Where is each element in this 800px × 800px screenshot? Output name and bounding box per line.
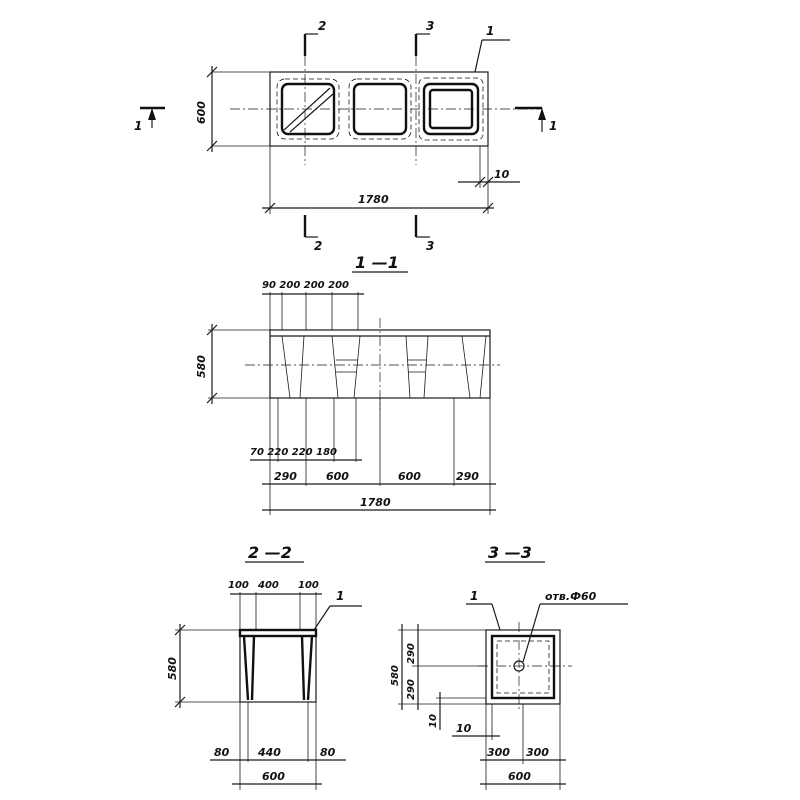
plan-cut-1-left-label: 1: [134, 119, 142, 133]
plan-cut-2-top-label: 2: [318, 19, 326, 33]
section-2-2-wall-left: [242, 635, 256, 701]
section-2-2: 2 —2 100 400 100 1 580 80 440 80 600: [166, 543, 362, 790]
cut-1-right-mark: [515, 106, 546, 132]
section-2-2-top-plate: [238, 628, 318, 638]
section-2-2-top-100-b: 100: [298, 580, 319, 591]
section-3-3-height-label: 580: [390, 665, 401, 686]
section-3-3-vert-290-a: 290: [406, 643, 417, 664]
section-2-2-bottom-80-b: 80: [320, 746, 336, 759]
section-1-1-height-label: 580: [195, 355, 208, 378]
plan-cut-3-bottom-label: 3: [426, 239, 434, 253]
section-2-2-callout-leader: [313, 605, 331, 631]
plan-cut-1-right-label: 1: [549, 119, 557, 133]
section-3-3-vert-290-b: 290: [406, 679, 417, 700]
section-1-1-void-3: [405, 335, 429, 399]
section-2-2-top-400: 400: [257, 580, 279, 591]
section-3-3-callout-1: 1: [470, 589, 478, 603]
plan-dim-1780-label: 1780: [358, 193, 389, 206]
section-3-3-callout-leader: [491, 603, 501, 631]
section-1-1-total-label: 1780: [360, 496, 391, 509]
section-1-1-bottom-290-right: 290: [456, 470, 479, 483]
section-1-1: 1 —1 90 200 20: [195, 253, 500, 515]
section-3-3-bottom-300-a: 300: [487, 746, 510, 759]
section-2-2-wall-right: [300, 635, 314, 701]
section-1-1-bottom-row1: 70 220 220 180: [250, 447, 337, 458]
section-3-3-inner-dashed: [496, 640, 550, 694]
section-2-2-bottom-440: 440: [257, 746, 281, 759]
section-1-1-bottom-290-left: 290: [274, 470, 297, 483]
section-3-3-dim-10-bottom: 10: [456, 722, 472, 735]
section-3-3-hole-label: отв.Ф60: [545, 590, 597, 603]
plan-height-label: 600: [195, 101, 208, 124]
plan-callout-1-label: 1: [486, 24, 494, 38]
section-1-1-void-2: [331, 335, 361, 399]
section-1-1-title: 1 —1: [355, 253, 399, 272]
section-2-2-bottom-80-a: 80: [214, 746, 230, 759]
section-2-2-callout-1: 1: [336, 589, 344, 603]
section-2-2-top-100-a: 100: [228, 580, 249, 591]
section-2-2-title: 2 —2: [248, 543, 292, 562]
section-2-2-total-label: 600: [262, 770, 285, 783]
section-3-3-inner-box: [490, 634, 556, 700]
section-3-3-bottom-300-b: 300: [526, 746, 549, 759]
section-1-1-bottom-600-a: 600: [326, 470, 349, 483]
plan-dim-10-label: 10: [494, 168, 510, 181]
cut-1-left-mark: [140, 106, 165, 128]
section-1-1-void-1: [281, 335, 305, 399]
section-3-3-title: 3 —3: [488, 543, 532, 562]
section-2-2-height-label: 580: [166, 657, 179, 680]
plan-cut-3-top-label: 3: [426, 19, 434, 33]
section-3-3: 3 —3 1 отв.Ф60 580 290 290 10: [390, 543, 628, 790]
section-1-1-bottom-600-b: 600: [398, 470, 421, 483]
section-3-3-hole-leader: [522, 603, 541, 663]
plan-callout-leader: [474, 39, 483, 73]
section-1-1-top-dims: 90 200 200 200: [262, 280, 349, 291]
section-3-3-total-label: 600: [508, 770, 531, 783]
plan-cut-2-bottom-label: 2: [314, 239, 322, 253]
section-1-1-void-4: [461, 335, 487, 399]
plan-view: 2 3 1 600 1 1 10 1780 2 3: [134, 19, 557, 253]
section-3-3-dim-10-left: 10: [428, 714, 439, 728]
